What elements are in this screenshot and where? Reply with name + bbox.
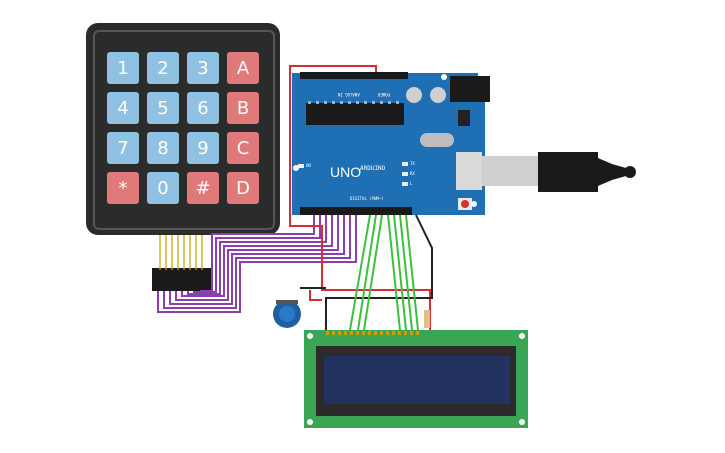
keypad-key-4: 4 [107,92,139,124]
mount-hole-2 [441,74,447,80]
led-l [402,182,408,186]
keypad-key-5: 5 [147,92,179,124]
tx-label: TX [410,161,415,166]
header-analog-power [300,72,408,79]
keypad-connector [152,268,212,291]
keypad-key-9: 9 [187,132,219,164]
lcd-data-wires [349,214,419,331]
led-tx [402,162,408,166]
keypad-key-D: D [227,172,259,204]
keypad-key-1: 1 [107,52,139,84]
keypad-key-6: 6 [187,92,219,124]
led-rx [402,172,408,176]
arduino-brand: ARDUINO [360,165,386,172]
keypad-key-A: A [227,52,259,84]
lcd-screen [324,356,510,404]
power-jack [450,76,490,102]
capacitor-2 [430,87,446,103]
keypad-key-2: 2 [147,52,179,84]
keypad-key-0: 0 [147,172,179,204]
l-label: L [410,181,413,186]
arduino-uno-board [292,72,490,215]
atmega-chip [306,103,404,125]
reset-button [461,200,469,208]
led-on [298,164,304,168]
power-wire-red [289,65,431,330]
arduino-model: UNO [330,164,362,180]
keypad-key-B: B [227,92,259,124]
keypad-key-C: C [227,132,259,164]
digital-label: DIGITAL (PWM~) [350,196,384,201]
resistor [424,310,430,328]
keypad-key-3: 3 [187,52,219,84]
potentiometer [273,300,301,328]
lcd-pins [326,331,419,335]
keypad-ribbon-pins [159,235,203,270]
keypad-key-7: 7 [107,132,139,164]
header-digital [300,207,412,215]
usb-cable [482,152,636,192]
capacitor-1 [406,87,422,103]
crystal [420,133,454,147]
power-label: POWER [378,92,391,97]
ground-wire-black [300,214,433,330]
analog-label: ANALOG IN [338,92,360,97]
mount-hole [293,165,299,171]
mount-hole-3 [471,201,477,207]
keypad-frame [93,30,275,230]
on-label: ON [306,163,311,168]
rx-label: RX [410,171,415,176]
keypad-wires [157,215,357,313]
chip-pins [308,101,399,104]
regulator [458,110,470,126]
keypad-key-*: * [107,172,139,204]
usb-port [456,152,482,190]
keypad-key-8: 8 [147,132,179,164]
lcd-16x2 [304,330,528,428]
keypad-key-#: # [187,172,219,204]
